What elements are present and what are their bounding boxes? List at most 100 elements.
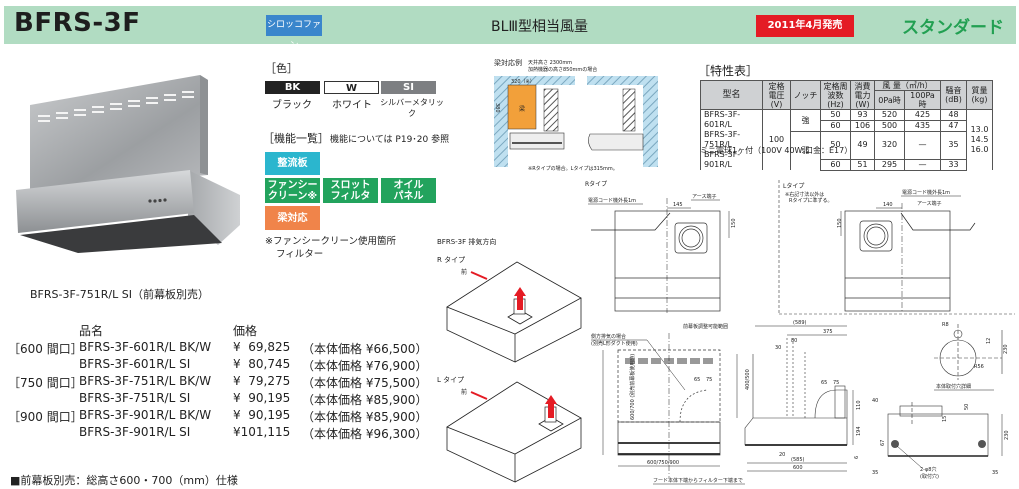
r-type-drawing: Rタイプ 電源コード機外長1m アース端子 145 150 — [585, 180, 737, 313]
wall-hatch-right — [587, 76, 658, 167]
beam-label: 梁 — [519, 105, 525, 113]
price-header-price: 価格 — [233, 324, 258, 338]
price-name: BFRS-3F-601R/L SI — [79, 357, 191, 371]
price-header-name: 品名 — [79, 324, 104, 338]
side-view-outline — [744, 338, 848, 446]
side-view-drawing: (589) 375 80 30 400/500 65 75 110 194 6 … — [736, 320, 862, 472]
dim-145: 145 — [673, 202, 683, 208]
dim-65-side: 65 — [821, 380, 827, 386]
price-size: ［750 間口］ — [8, 376, 83, 390]
spec-cell: 60 — [820, 159, 851, 171]
dim-65-front: 65 — [694, 377, 700, 383]
mount-hole-right — [978, 440, 986, 448]
th-airflow: 風 量（㎥/h） — [874, 80, 941, 91]
feature-badge-flow-plate: 整流板 — [265, 152, 320, 175]
l-type-box — [446, 381, 582, 483]
beam-note: ※Rタイプの場合。Lタイプは315mm。 — [528, 165, 618, 172]
beam-cond-ceiling: 天井高さ 2300mm — [528, 59, 572, 66]
earth-terminal-label-r: アース端子 — [692, 193, 716, 200]
rear-view-outline — [887, 402, 989, 457]
price-base: （本体価格 ¥75,500） — [302, 376, 428, 390]
price-size: ［900 間口］ — [8, 410, 83, 424]
spec-footnote: ミニ電球1ヶ付（100V 40W 口金：E17） — [700, 146, 853, 155]
color-name-w: ホワイト — [332, 100, 372, 111]
mount-hole-detail-shape — [934, 324, 1003, 380]
feature-badge-slot-filter: スロット フィルタ — [323, 178, 378, 203]
range-hood-photo — [16, 75, 240, 253]
spec-cell: 33 — [940, 159, 967, 171]
price-name: BFRS-3F-751R/L SI — [79, 391, 191, 405]
duct — [543, 88, 559, 132]
spec-cell: — — [904, 131, 941, 160]
front-panel-range-label: 前幕板調整可能範囲 — [683, 323, 728, 330]
front-label-l: 前 — [461, 388, 467, 396]
th-frequency: 定格周波数(Hz) — [820, 80, 851, 110]
dim-80: 80 — [791, 338, 797, 344]
beam-width-dim: 320（※） — [511, 79, 535, 85]
dim-20: 20 — [779, 452, 785, 458]
mount-holes-label2: (取付穴) — [920, 473, 939, 480]
features-reference: 機能については P19･20 参照 — [330, 135, 450, 145]
price-value: ¥ 90,195 — [233, 408, 291, 422]
l-type-note2: Rタイプに準ずる。 — [789, 197, 832, 204]
spec-cell: 500 — [874, 120, 905, 132]
dim-585: (585) — [791, 457, 804, 463]
mount-hole-left — [891, 440, 899, 448]
price-value: ¥101,115 — [233, 425, 291, 439]
filter-note: フード本体下端からフィルター下端まで — [653, 477, 743, 484]
spec-cell: 50 — [820, 131, 851, 160]
airflow-class: BLⅢ型相当風量 — [491, 19, 589, 35]
feature-badge-line: フィルタ — [330, 190, 371, 202]
th-mass: 質量(kg) — [966, 80, 993, 110]
spec-cell: 47 — [940, 120, 967, 132]
hood-front-panel — [16, 170, 194, 233]
l-type-note1: ※右記寸法以外は — [785, 191, 824, 198]
fan-type-badge: シロッコファン — [266, 15, 322, 51]
th-noise: 騒音(dB) — [940, 80, 967, 110]
spec-row: 弱 50 49 320 — 35 — [701, 131, 993, 170]
color-name-si: シルバーメタリック — [380, 98, 444, 118]
beam-example-title: 梁対応例 — [494, 58, 522, 67]
earth-terminal-label-l: アース端子 — [917, 200, 941, 207]
l-type-exhaust-arrow — [545, 395, 557, 418]
dim-230-rear: 230 — [1004, 430, 1010, 440]
color-swatch-bk: BK — [265, 81, 320, 94]
price-base: （本体価格 ¥66,500） — [302, 342, 428, 356]
dim-12: 12 — [986, 338, 992, 344]
exhaust-direction-diagram: BFRS-3F 排気方向 R タイプ 前 L タイプ 前 — [437, 237, 582, 483]
spec-cell: 48 — [940, 109, 967, 121]
spec-cell: 320 — [874, 131, 905, 160]
power-cord-label-r: 電源コード機外長1m — [588, 197, 636, 204]
dim-140: 140 — [883, 202, 893, 208]
hood-front-view — [509, 132, 565, 150]
height-range-label: 600/700 (別売前幕板使用時) — [629, 354, 636, 420]
th-airflow-0pa: 0Pa時 — [874, 90, 905, 110]
model-title: BFRS-3F — [14, 8, 141, 38]
front-view-drawing: 側方排気の場合 (別売L形ダクト使用) 前幕板調整可能範囲 65 75 600/… — [591, 323, 745, 485]
hood-filter-underside — [20, 215, 222, 253]
features-note-line1: ※ファンシークリーン使用箇所 — [265, 236, 396, 247]
dim-15: 15 — [942, 416, 948, 422]
dim-75-front: 75 — [706, 377, 712, 383]
spec-voltage: 100 — [762, 109, 791, 170]
dim-35-left: 35 — [872, 470, 878, 476]
mounting-drawing: R8 R56 12 230 本体取付穴詳細 40 50 15 230 67 35… — [872, 322, 1010, 480]
wall-hatch — [494, 76, 575, 167]
feature-badge-oil-panel: オイル パネル — [381, 178, 436, 203]
th-voltage: 定格電圧(V) — [762, 80, 791, 110]
price-name: BFRS-3F-901R/L SI — [79, 425, 191, 439]
dim-150-r: 150 — [731, 218, 737, 228]
spec-cell: 106 — [850, 120, 875, 132]
th-notch: ノッチ — [790, 80, 821, 110]
vent-slots — [38, 91, 194, 122]
price-value: ¥ 79,275 — [233, 374, 291, 388]
dim-35-right: 35 — [992, 470, 998, 476]
header-bar: BFRS-3F シロッコファン BLⅢ型相当風量 2011年4月発売 スタンダー… — [4, 6, 1016, 51]
spec-cell: 435 — [904, 120, 941, 132]
spec-cell: 520 — [874, 109, 905, 121]
price-value: ¥ 80,745 — [233, 357, 291, 371]
dim-150-l: 150 — [837, 218, 843, 228]
